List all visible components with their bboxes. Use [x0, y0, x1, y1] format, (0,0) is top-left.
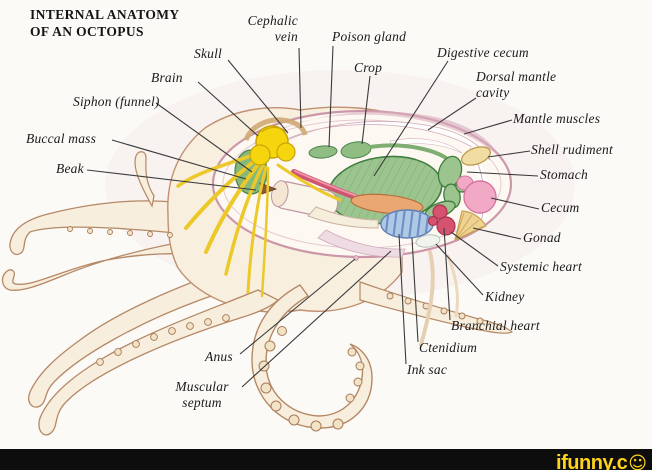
arm-big-curl-suckers: [258, 326, 365, 432]
arm-upper-left: [9, 200, 206, 256]
skull-arc: [243, 117, 308, 142]
label-stomach: Stomach: [540, 167, 588, 182]
leader-digestive-cecum: [373, 60, 449, 177]
dorsal-mantle-cavity-band: [261, 121, 491, 161]
leader-shell-rudiment: [487, 150, 531, 158]
arm-lower-left: [28, 267, 246, 408]
brain-organ: [249, 125, 296, 166]
label-systemic-heart: Systemic heart: [500, 259, 582, 274]
label-cephalic-vein: Cephalic vein: [247, 13, 298, 44]
leader-siphon: [155, 102, 253, 173]
leader-stomach: [466, 171, 539, 177]
label-gonad: Gonad: [523, 230, 561, 245]
leader-poison-gland: [328, 45, 334, 148]
watermark-brand: ifunny.c: [556, 452, 628, 470]
label-crop: Crop: [354, 60, 383, 75]
kidney-organ: [415, 234, 441, 248]
octopus-arms-back: [1, 200, 246, 408]
leader-cecum: [490, 197, 540, 210]
leader-branchial-heart: [443, 227, 451, 321]
label-skull: Skull: [194, 46, 222, 61]
label-beak: Beak: [56, 161, 84, 176]
poison-gland-organ: [308, 145, 338, 159]
label-digestive-cecum: Digestive cecum: [437, 45, 529, 60]
heart-lobe: [427, 215, 439, 227]
leader-cephalic-vein: [298, 47, 302, 129]
tentacle-thin-1: [419, 250, 435, 347]
label-branchial-heart: Branchial heart: [451, 318, 540, 333]
arm-big-curl: [251, 284, 373, 429]
arm-right: [359, 281, 514, 334]
smiley-icon: ☺: [628, 453, 647, 470]
leader-anus: [239, 258, 356, 355]
leader-ink-sac: [398, 233, 407, 365]
arm-right-suckers: [386, 292, 484, 325]
label-dorsal-mantle-cavity: Dorsal mantle cavity: [476, 69, 557, 100]
leader-ctenidium: [411, 237, 419, 343]
leader-systemic-heart: [450, 231, 499, 267]
leader-lines: [86, 45, 540, 388]
leader-muscular-septum: [241, 250, 392, 388]
label-anus: Anus: [205, 349, 233, 364]
leader-dorsal-mantle-cavity: [427, 97, 477, 131]
nerve-cords: [176, 152, 342, 298]
esophagus-organ: [291, 169, 361, 201]
arm-bottom-suckers: [67, 226, 230, 366]
muscular-septum-band: [317, 229, 406, 258]
label-poison-gland: Poison gland: [332, 29, 407, 44]
label-kidney: Kidney: [485, 289, 525, 304]
label-brain: Brain: [151, 70, 183, 85]
label-ctenidium: Ctenidium: [419, 340, 478, 355]
arm-bottom-front: [38, 289, 280, 436]
systemic-heart-organ: [436, 216, 456, 236]
label-mantle-muscles: Mantle muscles: [513, 111, 601, 126]
leader-brain: [197, 81, 259, 137]
leader-mantle-muscles: [463, 119, 513, 135]
diagram-title-line1: INTERNAL ANATOMY: [30, 7, 180, 22]
label-siphon-funnel: Siphon (funnel): [73, 94, 160, 109]
leader-crop: [361, 75, 371, 145]
leader-kidney: [435, 243, 484, 296]
leader-skull: [227, 59, 289, 134]
label-buccal-mass: Buccal mass: [26, 131, 97, 146]
label-ink-sac: Ink sac: [407, 362, 448, 377]
watermark-bar: ifunny.c☺: [0, 449, 652, 470]
label-shell-rudiment: Shell rudiment: [531, 142, 613, 157]
tentacle-thin-2: [446, 254, 460, 318]
arm-mid-left: [1, 237, 209, 291]
leader-gonad: [472, 227, 522, 240]
leader-buccal-mass: [111, 139, 247, 180]
diagram-title-line2: OF AN OCTOPUS: [30, 23, 144, 39]
label-cecum: Cecum: [541, 200, 580, 215]
arm-small-hook: [134, 151, 155, 208]
label-muscular-septum: Muscular septum: [175, 379, 229, 410]
funnel-tube: [307, 206, 379, 229]
cecum-organ: [463, 180, 497, 214]
hearts: [427, 204, 456, 236]
diagram-title: INTERNAL ANATOMY OF AN OCTOPUS: [30, 7, 180, 40]
leader-beak: [86, 169, 257, 191]
shell-rudiment-organ: [460, 146, 492, 166]
gonad-organ: [454, 210, 487, 242]
ctenidium-organ: [380, 209, 434, 239]
ink-sac-organ: [350, 193, 424, 215]
